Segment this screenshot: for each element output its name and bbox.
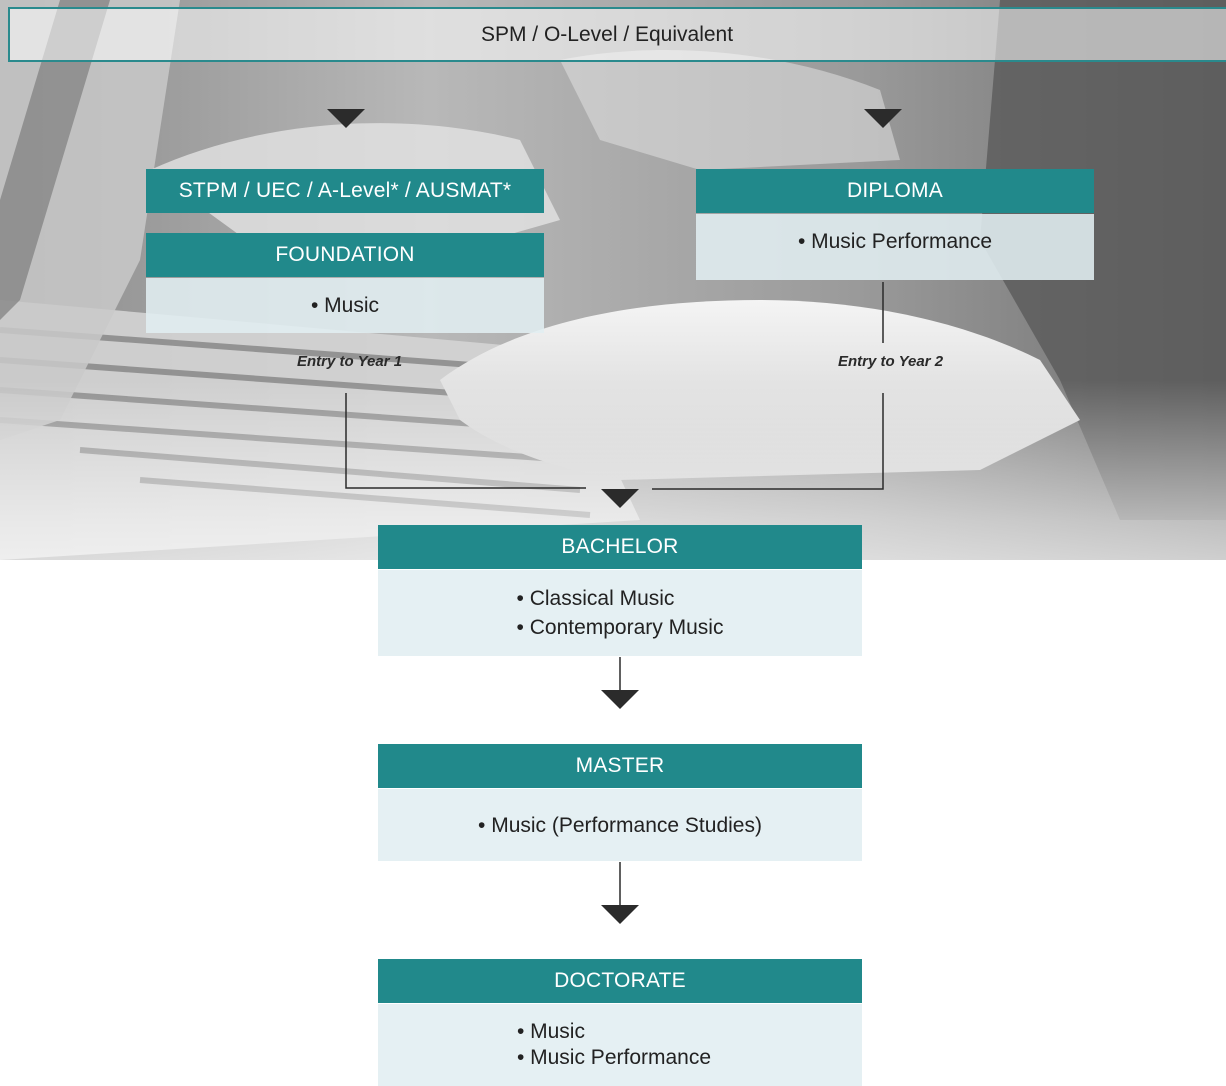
doctorate-list: • Music • Music Performance bbox=[517, 1019, 711, 1071]
pre-university-header: STPM / UEC / A-Level* / AUSMAT* bbox=[146, 169, 544, 213]
entry-level-box: SPM / O-Level / Equivalent bbox=[8, 7, 1226, 62]
diploma-title: DIPLOMA bbox=[847, 179, 943, 202]
bachelor-body: • Classical Music • Contemporary Music bbox=[378, 570, 862, 656]
diploma-header: DIPLOMA bbox=[696, 169, 1094, 213]
foundation-header: FOUNDATION bbox=[146, 233, 544, 277]
master-item: • Music (Performance Studies) bbox=[478, 813, 762, 837]
arrow-down-icon bbox=[601, 489, 639, 508]
connector-line-year-2 bbox=[652, 393, 884, 490]
connector-line-year-1 bbox=[345, 393, 586, 489]
entry-year-1-caption: Entry to Year 1 bbox=[297, 353, 403, 370]
doctorate-title: DOCTORATE bbox=[554, 969, 686, 992]
bachelor-list: • Classical Music • Contemporary Music bbox=[517, 584, 724, 642]
arrow-down-icon bbox=[601, 905, 639, 924]
arrow-down-icon bbox=[601, 690, 639, 709]
master-title: MASTER bbox=[575, 754, 665, 777]
doctorate-item: • Music Performance bbox=[516, 1046, 712, 1069]
bachelor-title: BACHELOR bbox=[561, 535, 679, 558]
arrow-down-icon bbox=[864, 109, 902, 128]
doctorate-item: • Music bbox=[516, 1020, 585, 1043]
diploma-item: • Music Performance bbox=[797, 229, 993, 253]
arrow-down-icon bbox=[327, 109, 365, 128]
entry-level-label: SPM / O-Level / Equivalent bbox=[480, 22, 734, 46]
entry-year-2-caption: Entry to Year 2 bbox=[838, 353, 944, 370]
foundation-item: • Music bbox=[310, 294, 380, 317]
foundation-body: • Music bbox=[146, 278, 544, 333]
diploma-body: • Music Performance bbox=[696, 214, 1094, 280]
bachelor-header: BACHELOR bbox=[378, 525, 862, 569]
foundation-title: FOUNDATION bbox=[275, 243, 415, 266]
bachelor-item: • Classical Music bbox=[516, 587, 675, 610]
pre-university-label: STPM / UEC / A-Level* / AUSMAT* bbox=[178, 179, 512, 202]
doctorate-header: DOCTORATE bbox=[378, 959, 862, 1003]
master-body: • Music (Performance Studies) bbox=[378, 789, 862, 861]
doctorate-body: • Music • Music Performance bbox=[378, 1004, 862, 1086]
master-header: MASTER bbox=[378, 744, 862, 788]
bachelor-item: • Contemporary Music bbox=[516, 616, 724, 639]
